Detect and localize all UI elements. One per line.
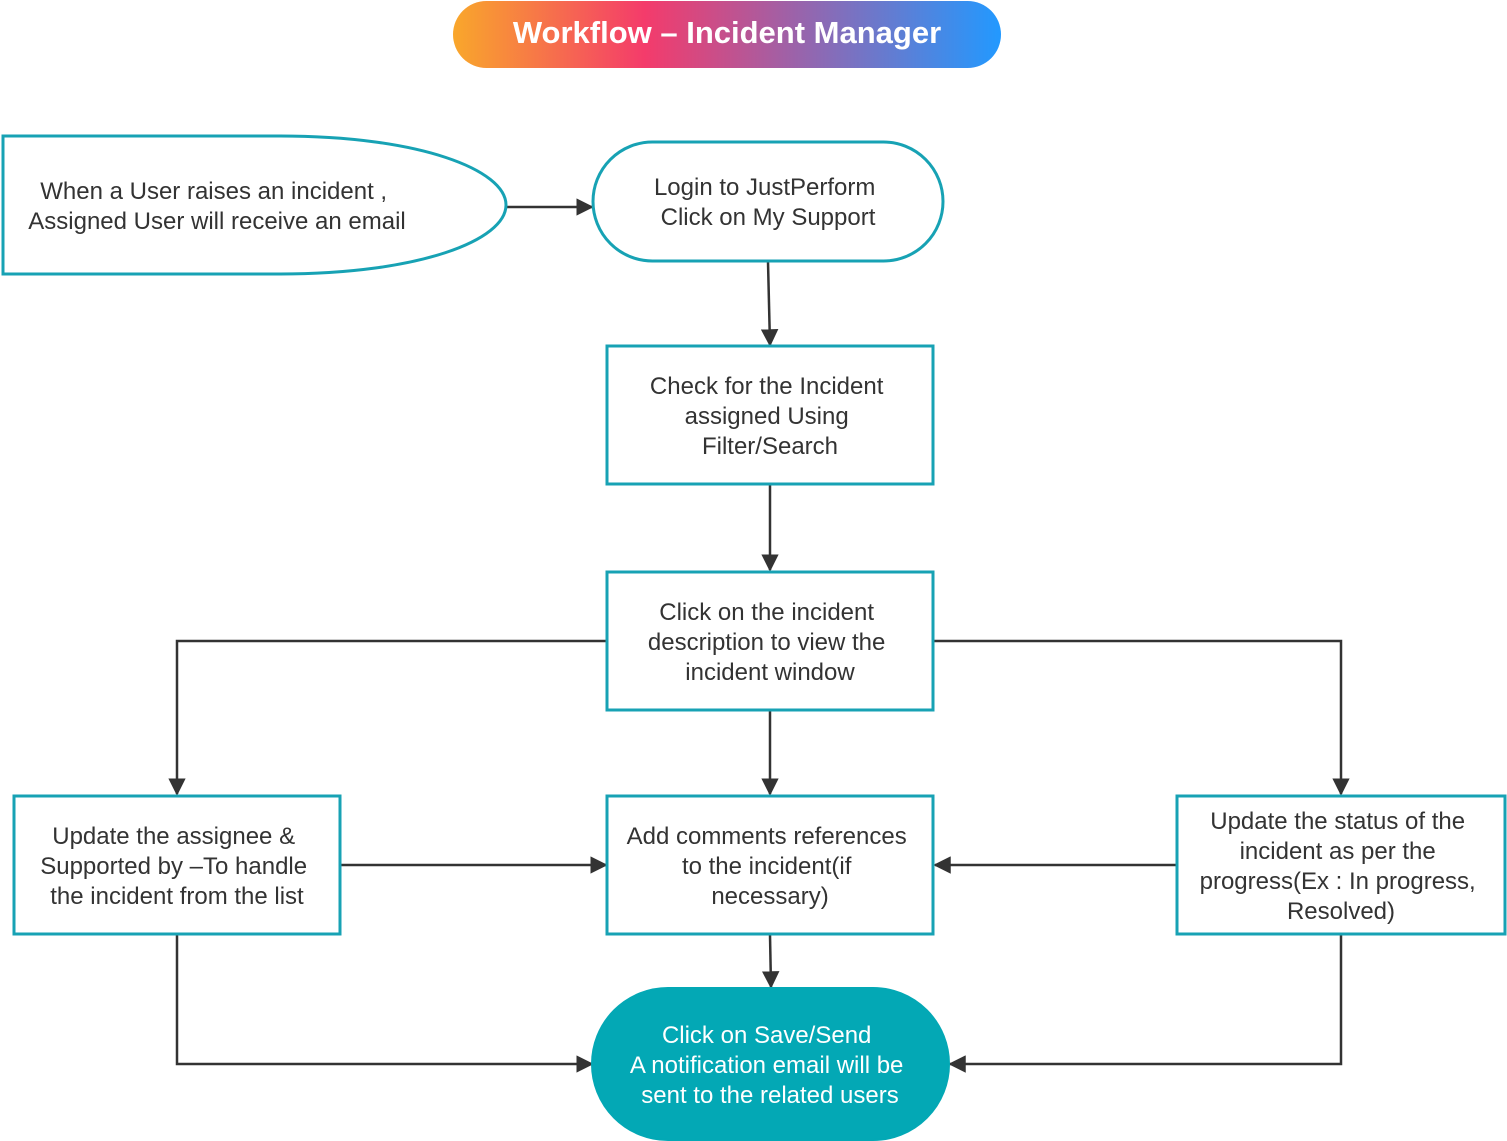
arrow-click-to-status [934,639,1350,796]
email-trigger-line: Assigned User will receive an email [28,208,405,235]
node-check-incident: Check for the Incident assigned Using Fi… [605,344,935,486]
arrow-click-to-assignee [168,639,607,796]
arrow-assignee-to-save [175,935,594,1073]
email-trigger-shape [1,134,508,276]
check-incident-text: Check for the Incident assigned Using Fi… [650,373,890,460]
login-text: Login to JustPerform Click on My Support [654,174,882,231]
update-assignee-line: the incident from the list [50,883,304,910]
add-comments-line: Add comments references [627,823,907,850]
save-send-line: sent to the related users [641,1082,898,1109]
diagram-title: Workflow – Incident Manager [513,15,941,50]
check-incident-line: assigned Using [685,403,849,430]
email-trigger-line: When a User raises an incident , [40,178,387,205]
save-send-text: Click on Save/Send A notification email … [630,1022,910,1109]
add-comments-text: Add comments references to the incident(… [627,823,914,910]
title-banner: Workflow – Incident Manager [453,1,1001,68]
add-comments-line: necessary) [711,883,828,910]
login-shape [591,140,945,263]
update-status-line: Update the status of the [1210,808,1465,835]
save-send-line: Click on Save/Send [662,1022,871,1049]
connectors [168,198,1350,1073]
check-incident-line: Filter/Search [702,433,838,460]
node-update-assignee: Update the assignee & Supported by –To h… [12,794,342,936]
update-assignee-line: Supported by –To handle [40,853,307,880]
update-status-line: Resolved) [1287,898,1395,925]
node-add-comments: Add comments references to the incident(… [605,794,935,936]
update-status-text: Update the status of the incident as per… [1200,808,1483,925]
login-line: Click on My Support [661,204,876,231]
update-assignee-shape [12,794,342,936]
arrow-comments-to-save [761,934,780,989]
update-assignee-text: Update the assignee & Supported by –To h… [40,823,314,910]
email-trigger-text: When a User raises an incident , Assigne… [28,178,405,235]
save-send-line: A notification email will be [630,1052,903,1079]
add-comments-line: to the incident(if [682,853,852,880]
check-incident-line: Check for the Incident [650,373,884,400]
update-assignee-line: Update the assignee & [52,823,295,850]
check-incident-shape [605,344,935,486]
arrow-login-to-check [760,261,779,347]
node-save-send: Click on Save/Send A notification email … [591,987,950,1141]
title-pill [453,1,1001,68]
save-send-shape [591,987,950,1141]
login-line: Login to JustPerform [654,174,875,201]
node-click-description: Click on the incident description to vie… [605,570,935,712]
click-description-line: description to view the [648,629,885,656]
update-status-shape [1175,794,1507,936]
arrow-status-to-save [948,935,1343,1073]
click-description-line: incident window [685,659,855,686]
node-update-status: Update the status of the incident as per… [1175,794,1507,936]
add-comments-shape [605,794,935,936]
update-status-line: incident as per the [1240,838,1436,865]
click-description-shape [605,570,935,712]
click-description-line: Click on the incident [659,599,874,626]
click-description-text: Click on the incident description to vie… [648,599,892,686]
node-email-trigger: When a User raises an incident , Assigne… [1,134,508,276]
update-status-line: progress(Ex : In progress, [1200,868,1476,895]
node-login: Login to JustPerform Click on My Support [591,140,945,263]
